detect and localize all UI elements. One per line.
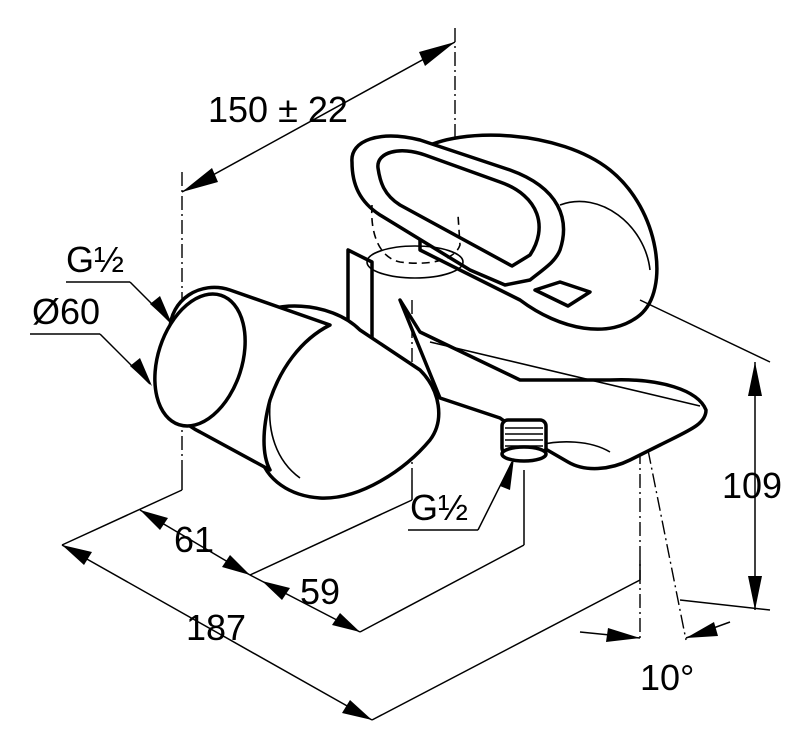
cylinder-seam (268, 403, 301, 479)
dimension-angle (579, 621, 731, 642)
thread-outlet-label: G½ (410, 487, 468, 528)
dimension-depth-a (139, 509, 251, 576)
height-label: 109 (722, 465, 782, 506)
front-body (248, 304, 441, 500)
length-label: 187 (186, 607, 246, 648)
hidden-cartridge (370, 204, 461, 264)
diameter-label: Ø60 (32, 291, 100, 332)
mixer-body (153, 133, 708, 500)
dimension-projection (181, 41, 456, 193)
dimension-depth-b (249, 574, 361, 633)
thread-left-label: G½ (66, 239, 124, 280)
spout-edge (429, 341, 701, 407)
dimension-length (61, 544, 373, 721)
diverter-button (533, 280, 592, 308)
extension-lines (61, 299, 771, 721)
leaders (30, 281, 514, 531)
spout (398, 298, 708, 471)
cylinder-end (153, 292, 247, 428)
depth-a-label: 61 (174, 519, 214, 560)
outlet-thread (500, 418, 548, 463)
housing-curve (559, 200, 651, 271)
projection-label: 150 ± 22 (208, 89, 348, 130)
angle-label: 10° (640, 657, 694, 698)
lever-base (366, 245, 464, 279)
lever-inner (376, 149, 541, 268)
depth-b-label: 59 (300, 571, 340, 612)
dimension-height (748, 362, 762, 610)
